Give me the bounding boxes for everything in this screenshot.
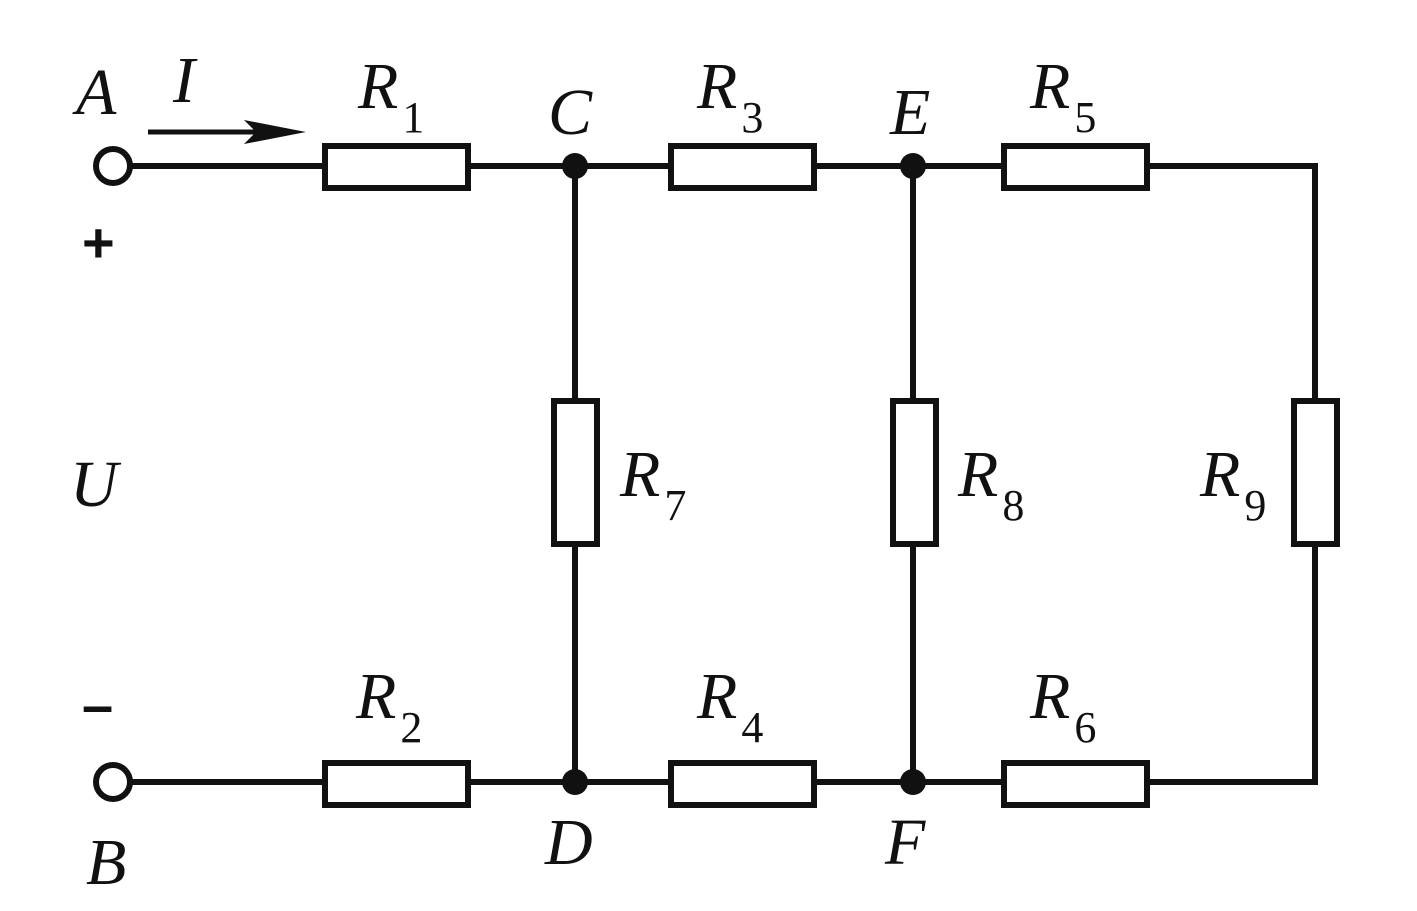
junction-d: [562, 769, 588, 795]
current-label: I: [172, 44, 198, 117]
resistor-r6: [1001, 760, 1150, 808]
junction-f: [900, 769, 926, 795]
voltage-label: U: [70, 448, 122, 521]
node-f-label: F: [884, 806, 926, 879]
resistor-r9: [1291, 398, 1340, 547]
minus-sign: –: [82, 673, 113, 736]
node-e-label: E: [889, 76, 930, 149]
label-r6: R6: [1029, 660, 1096, 752]
terminal-a: [93, 146, 133, 186]
label-r2: R2: [355, 660, 422, 752]
terminal-a-label: A: [72, 56, 117, 129]
resistor-r1: [322, 143, 471, 191]
resistor-r3: [668, 143, 817, 191]
resistor-r4: [668, 760, 817, 808]
label-r8: R8: [957, 438, 1024, 530]
resistor-r2: [322, 760, 471, 808]
label-r7: R7: [619, 438, 686, 530]
resistor-r8: [890, 398, 939, 547]
terminal-b-label: B: [86, 826, 126, 899]
resistor-r7: [551, 398, 600, 547]
label-r4: R4: [696, 660, 763, 752]
junction-c: [562, 153, 588, 179]
label-r9: R9: [1199, 438, 1266, 530]
terminal-b: [93, 762, 133, 802]
resistor-bodies: [322, 143, 1340, 808]
node-d-label: D: [544, 806, 593, 879]
node-c-label: C: [548, 76, 593, 149]
resistor-r5: [1001, 143, 1150, 191]
label-r3: R3: [696, 50, 763, 142]
current-arrow-icon: [148, 120, 306, 144]
label-r5: R5: [1029, 50, 1096, 142]
plus-sign: +: [82, 211, 115, 274]
label-r1: R1: [357, 50, 424, 142]
junction-e: [900, 153, 926, 179]
